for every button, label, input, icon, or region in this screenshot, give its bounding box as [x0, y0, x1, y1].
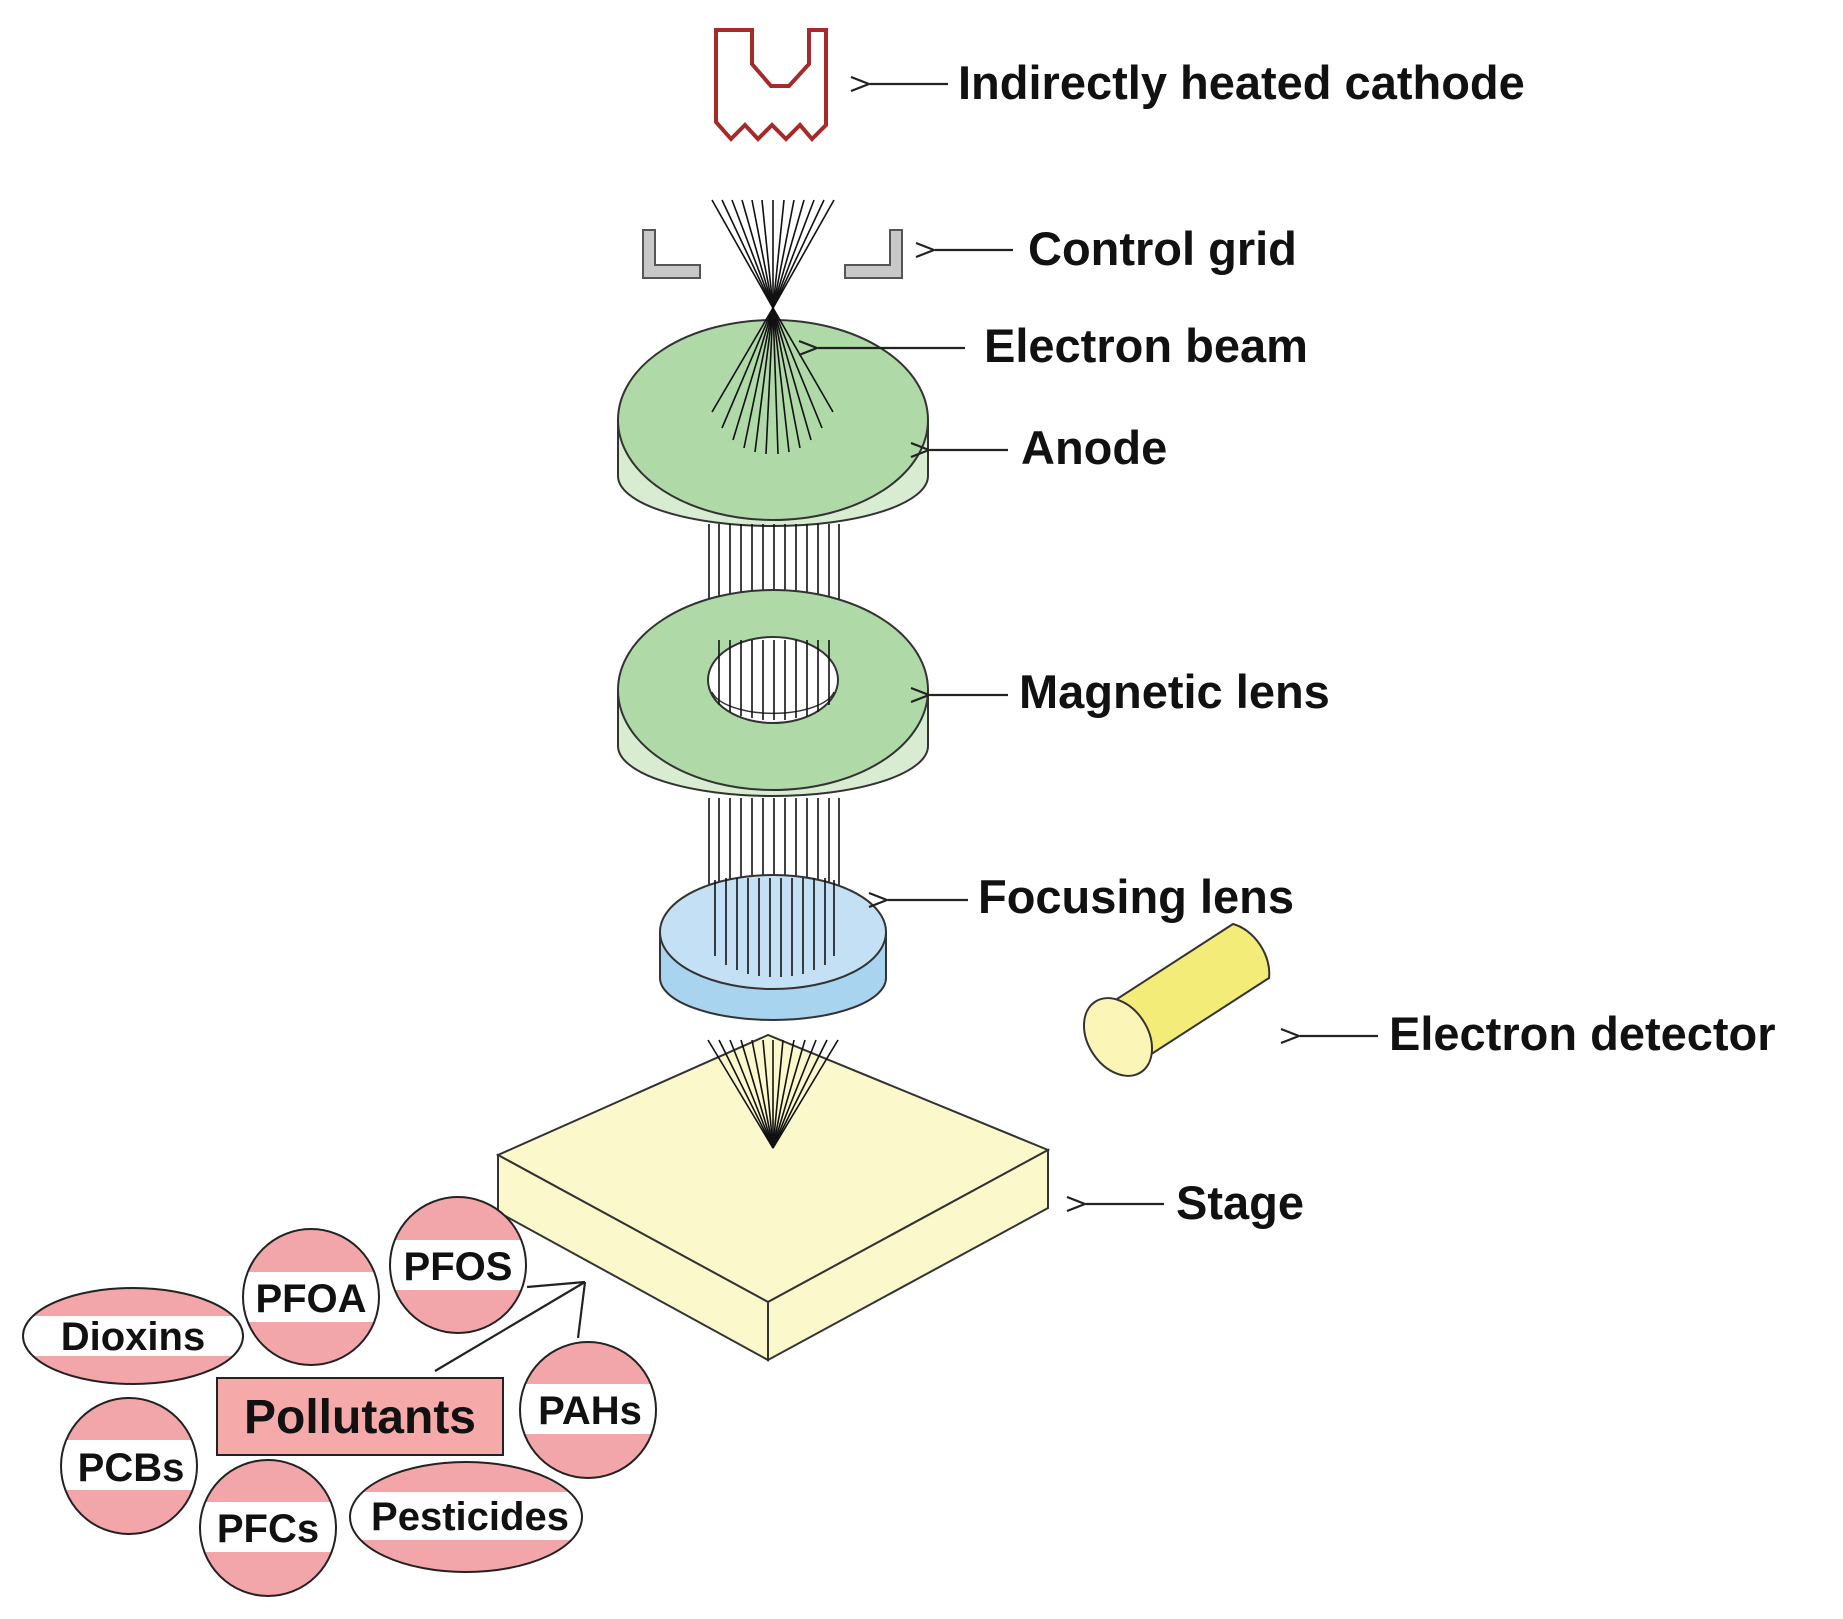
magnetic-lens-label: Magnetic lens: [1019, 665, 1330, 718]
focusing-lens-disc: [659, 874, 887, 1021]
control-grid-label: Control grid: [1028, 222, 1297, 275]
pollutant-dioxins-bubble: Dioxins: [22, 1287, 244, 1385]
pollutants-box: Pollutants: [216, 1377, 504, 1456]
electron-detector-icon: [1082, 922, 1271, 1077]
electron-beam-converging: [707, 1039, 839, 1149]
pollutant-dioxins-label: Dioxins: [61, 1315, 205, 1359]
cathode-icon: [714, 28, 828, 142]
control-grid-icon: [642, 229, 903, 279]
pollutant-pesticides-label: Pesticides: [371, 1495, 569, 1539]
stage-block: [495, 1033, 1051, 1362]
pollutant-pahs-bubble: PAHs: [519, 1341, 657, 1479]
anode-disc: [617, 319, 929, 527]
pollutants-arrow: [434, 1280, 587, 1372]
electron-beam-in-lens: [718, 640, 830, 720]
pollutant-pfcs-bubble: PFCs: [199, 1459, 337, 1597]
anode-label: Anode: [1021, 421, 1167, 474]
pollutant-pfos-label: PFOS: [404, 1245, 513, 1289]
electron-beam-diverging: [711, 307, 834, 455]
pollutant-pcbs-bubble: PCBs: [60, 1397, 198, 1535]
pollutant-pfoa-bubble: PFOA: [242, 1228, 380, 1366]
electron-detector-label: Electron detector: [1389, 1007, 1776, 1060]
pollutants-title: Pollutants: [244, 1391, 476, 1444]
electron-beam-upper: [711, 199, 835, 309]
pollutant-pfcs-label: PFCs: [217, 1507, 319, 1551]
focusing-lens-label: Focusing lens: [978, 870, 1294, 923]
electron-beam-through-focus: [714, 878, 835, 977]
pollutant-pahs-label: PAHs: [538, 1389, 642, 1433]
pollutant-pcbs-label: PCBs: [78, 1446, 185, 1490]
pollutant-pfoa-label: PFOA: [255, 1277, 366, 1321]
pollutant-pesticides-bubble: Pesticides: [349, 1461, 583, 1573]
stage-label: Stage: [1176, 1176, 1304, 1229]
magnetic-lens-ring: [617, 589, 929, 797]
electron-beam-label: Electron beam: [984, 319, 1308, 372]
cathode-label: Indirectly heated cathode: [958, 56, 1525, 109]
